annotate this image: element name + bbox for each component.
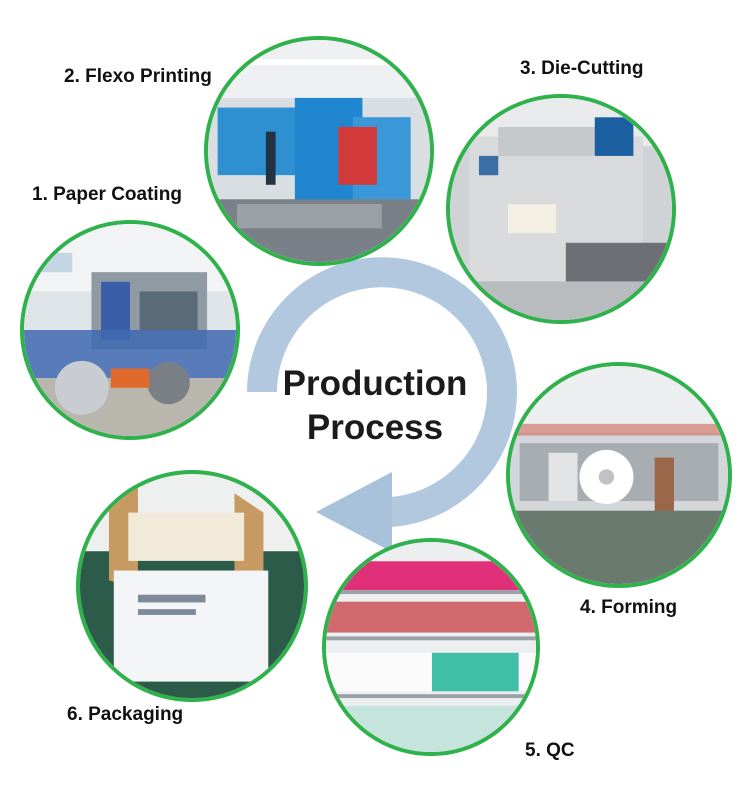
step-label-qc: 5. QC: [525, 740, 575, 761]
center-title-line1: Production: [282, 364, 468, 403]
photo-qc: [322, 538, 540, 756]
center-title-line2: Process: [306, 408, 444, 447]
step-label-die-cutting: 3. Die-Cutting: [520, 58, 644, 79]
step-label-paper-coating: 1. Paper Coating: [32, 184, 182, 205]
photo-packaging: [76, 470, 308, 702]
photo-paper-coating: [20, 220, 240, 440]
step-label-flexo-printing: 2. Flexo Printing: [64, 66, 212, 87]
photo-flexo-printing: [204, 36, 434, 266]
step-label-packaging: 6. Packaging: [67, 704, 184, 725]
step-label-forming: 4. Forming: [580, 597, 678, 618]
photo-forming: [506, 362, 732, 588]
photo-die-cutting: [446, 94, 676, 324]
